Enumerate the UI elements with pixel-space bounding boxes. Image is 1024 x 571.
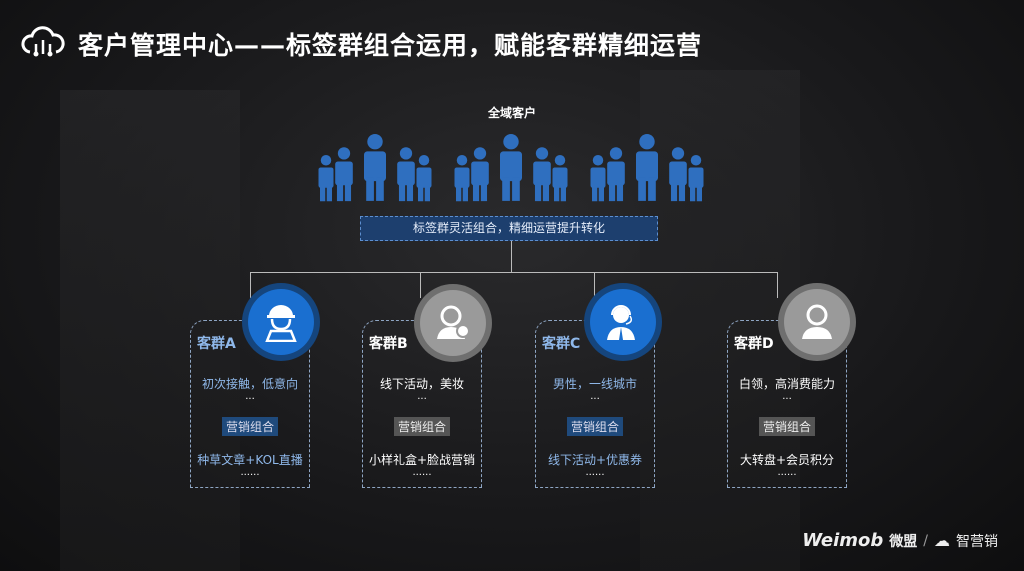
customer-group-d-card: 客群D 白领，高消费能力 ... 营销组合 大转盘+会员积分 ...... [727,320,847,488]
marketing-mix-label: 营销组合 [221,417,279,436]
marketing-combo: 大转盘+会员积分 [739,453,835,467]
customer-group-c-card: 客群C 男性，一线城市 ... 营销组合 线下活动+优惠券 ...... [535,320,655,488]
footer-brand: Weimob 微盟 / ☁ 智营销 [802,530,998,551]
group-desc: 白领，高消费能力 [738,377,835,391]
marketing-mix-label: 营销组合 [393,417,451,436]
page-title: 客户管理中心——标签群组合运用，赋能客群精细运营 [78,31,703,60]
ellipsis: ...... [412,467,432,478]
group-name: 客群A [197,336,236,352]
marketing-combo: 线下活动+优惠券 [547,453,643,467]
weimob-logo: Weimob [802,530,884,551]
tag-combination-box: 标签群灵活组合，精细运营提升转化 [360,216,658,241]
group-name: 客群B [369,336,408,352]
marketing-combo: 小样礼盒+脸战营销 [368,453,476,467]
marketing-mix-label: 营销组合 [566,417,624,436]
group-desc: 男性，一线城市 [552,377,637,391]
ellipsis: ...... [240,467,260,478]
root-label: 全域客户 [487,106,536,120]
marketing-combo: 种草文章+KOL直播 [197,453,303,467]
people-group-icon [590,134,704,202]
product-name: 智营销 [956,533,998,550]
building-decor [60,90,240,571]
connector-line [420,272,421,298]
group-desc: 初次接触，低意向 [201,377,298,391]
cloud-logo-icon [21,26,65,57]
headset-agent-icon [590,289,656,355]
ellipsis: ... [417,391,427,402]
separator: / [923,532,928,549]
connector-line [777,272,778,298]
user-search-icon [420,290,486,356]
connector-line [250,272,251,298]
marketing-mix-label: 营销组合 [758,417,816,436]
connector-line [250,272,778,273]
connector-line [594,272,595,298]
weimob-cn: 微盟 [889,533,918,550]
connector-line [511,241,512,273]
worker-icon [248,289,314,355]
customer-group-b-card: 客群B 线下活动，美妆 ... 营销组合 小样礼盒+脸战营销 ...... [362,320,482,488]
ellipsis: ...... [585,467,605,478]
group-desc: 线下活动，美妆 [379,377,464,391]
ellipsis: ... [782,391,792,402]
user-icon [784,289,850,355]
ellipsis: ... [590,391,600,402]
people-group-icon [318,134,432,202]
group-name: 客群C [542,336,581,352]
people-group-icon [454,134,568,202]
ellipsis: ...... [777,467,797,478]
customer-group-a-card: 客群A 初次接触，低意向 ... 营销组合 种草文章+KOL直播 ...... [190,320,310,488]
ellipsis: ... [245,391,255,402]
cloud-brain-icon: ☁ [934,531,950,550]
group-name: 客群D [734,336,774,352]
